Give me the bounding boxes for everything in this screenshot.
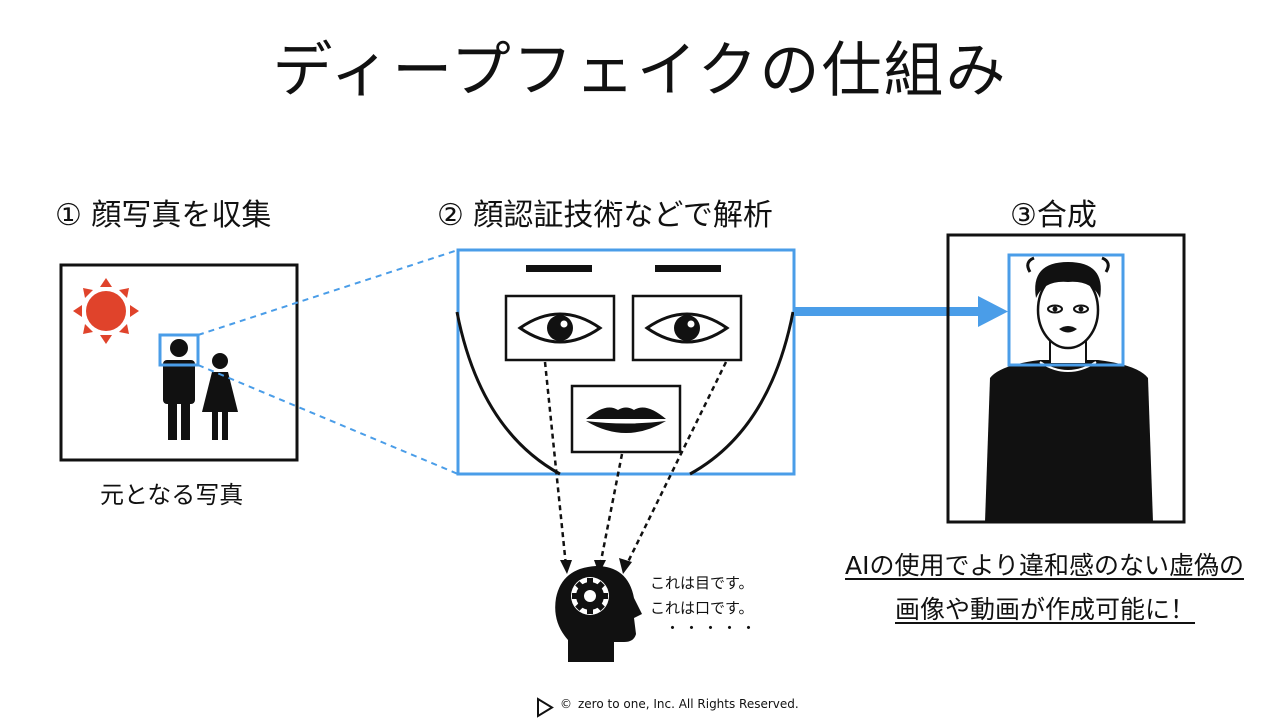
face-contour-left <box>455 311 561 476</box>
eye-icon <box>517 312 603 344</box>
head-gear-icon <box>555 566 642 662</box>
speech-line-3: ・・・・・ <box>665 619 761 637</box>
eye-box-left <box>504 294 616 362</box>
synthesis-arrow <box>794 296 1008 327</box>
result-text-line-1: AIの使用でより違和感のない虚偽の <box>845 551 1244 580</box>
zoom-line-top <box>197 249 459 336</box>
lips-icon <box>586 407 666 433</box>
step-2-label: ② 顔認証技術などで解析 <box>437 198 773 233</box>
synthesized-person <box>985 256 1153 522</box>
result-text-line-2: 画像や動画が作成可能に！ <box>895 595 1196 624</box>
step-1-label: ① 顔写真を収集 <box>55 198 272 233</box>
woman-icon <box>202 353 238 440</box>
face-contour-right <box>689 311 795 476</box>
footer: © zero to one, Inc. All Rights Reserved. <box>538 697 799 711</box>
synthesized-face-box <box>1007 253 1125 367</box>
copyright-text: zero to one, Inc. All Rights Reserved. <box>578 697 799 711</box>
man-icon <box>163 339 195 440</box>
play-logo-icon <box>537 697 554 718</box>
analysis-arrows <box>543 361 728 567</box>
zoom-line-bottom <box>197 364 459 475</box>
mouth-box <box>570 384 682 454</box>
eyebrow-left <box>526 265 592 272</box>
face-selection-box <box>158 333 200 367</box>
source-photo-frame <box>59 263 299 462</box>
copyright-symbol: © <box>560 697 572 711</box>
speech-line-1: これは目です。 <box>650 574 754 592</box>
eye-box-right <box>631 294 743 362</box>
sun-icon <box>73 278 139 344</box>
eyebrow-right <box>655 265 721 272</box>
source-photo-caption: 元となる写真 <box>100 481 244 509</box>
analysis-frame <box>456 248 796 476</box>
speech-line-2: これは口です。 <box>650 599 754 617</box>
page-title: ディープフェイクの仕組み <box>272 36 1008 106</box>
eye-icon <box>644 312 730 344</box>
step-3-label: ③合成 <box>1010 198 1097 233</box>
